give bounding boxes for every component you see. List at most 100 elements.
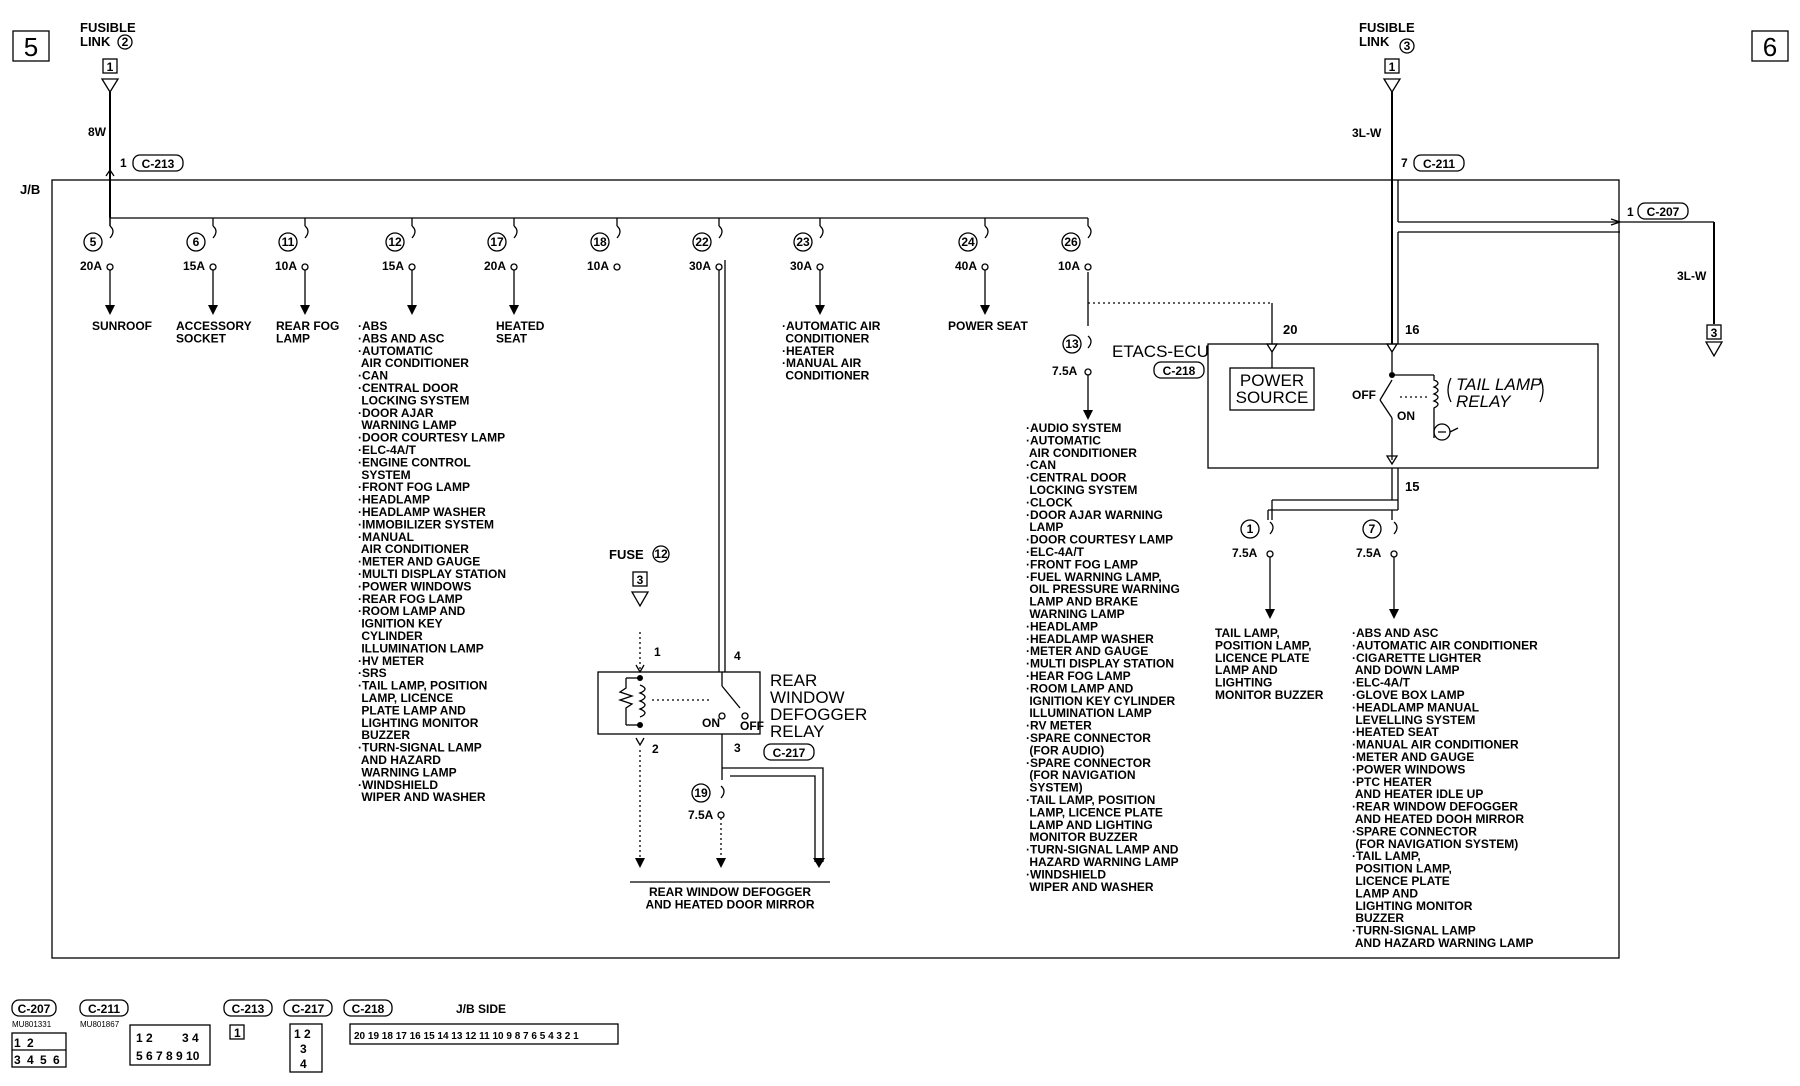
tail-relay-off: OFF xyxy=(1352,388,1376,402)
fuse-24-number: 24 xyxy=(961,235,975,249)
fuse-18-number: 18 xyxy=(593,235,607,249)
fuse-12-circle xyxy=(385,232,405,252)
defogger-subfuse-rating: 7.5A xyxy=(688,808,714,822)
svg-text:5: 5 xyxy=(40,1053,47,1067)
fuse-5-loads: SUNROOF xyxy=(92,319,152,333)
defogger-connector: C-217 xyxy=(773,746,806,760)
c207-wire: 3L-W xyxy=(1677,269,1707,283)
fuse-23-circle xyxy=(793,232,813,252)
fuse-23-number: 23 xyxy=(796,235,810,249)
fusible-link-3-connector: C-211 xyxy=(1423,157,1455,171)
svg-text:20 19 18 17 16 15 14 13 12 11: 20 19 18 17 16 15 14 13 12 11 10 9 8 7 6… xyxy=(354,1031,579,1042)
junction-block-outline xyxy=(51,179,1620,959)
fuse-24-rating: 40A xyxy=(955,259,977,273)
fuse-22-number: 22 xyxy=(695,235,709,249)
fusible-link-3-number: 3 xyxy=(1404,39,1411,53)
svg-text:1 2: 1 2 xyxy=(136,1031,153,1045)
fuse-22: 22 30A xyxy=(689,218,723,273)
fusible-link-2-number: 2 xyxy=(122,35,129,49)
svg-text:C-211: C-211 xyxy=(88,1002,120,1016)
etacs-pin-20: 20 xyxy=(1283,322,1297,337)
tail-fuse-7-number: 7 xyxy=(1369,522,1376,536)
jb-side-label: J/B SIDE xyxy=(456,1002,506,1016)
defogger-fuse-pin: 3 xyxy=(637,573,644,587)
defogger-pin-3: 3 xyxy=(734,741,741,755)
fuse-22-circle xyxy=(692,232,712,252)
tail-fuse-7-rating: 7.5A xyxy=(1356,546,1382,560)
etacs-title: ETACS-ECU xyxy=(1112,342,1209,361)
defogger-on: ON xyxy=(702,716,720,730)
connector-c217: C-217 1 234 xyxy=(283,999,333,1073)
fuse-13-loads: ·AUDIO SYSTEM·AUTOMATIC AIR CONDITIONER·… xyxy=(1026,421,1180,894)
fuse-6-circle xyxy=(186,232,206,252)
etacs-pin-15: 15 xyxy=(1405,479,1419,494)
fuse-11-rating: 10A xyxy=(275,259,297,273)
svg-text:1 2: 1 2 xyxy=(294,1027,311,1041)
svg-text:MU801331: MU801331 xyxy=(12,1020,52,1029)
fuse-5-number: 5 xyxy=(90,235,97,249)
fusible-link-3-conn-pin: 7 xyxy=(1401,156,1408,170)
fuse-24-loads: POWER SEAT xyxy=(948,319,1028,333)
svg-text:1: 1 xyxy=(234,1026,241,1040)
fuse-13-rating: 7.5A xyxy=(1052,364,1078,378)
svg-text:4: 4 xyxy=(300,1057,307,1071)
svg-text:C-213: C-213 xyxy=(232,1002,265,1016)
fuse-17-rating: 20A xyxy=(484,259,506,273)
svg-text:C-207: C-207 xyxy=(18,1002,51,1016)
defogger-fuse-number: 12 xyxy=(654,547,668,561)
tail-fuse-7-loads: ·ABS AND ASC·AUTOMATIC AIR CONDITIONER·C… xyxy=(1352,626,1538,950)
fusible-link-2-connector: C-213 xyxy=(142,157,175,171)
fuse-11-number: 11 xyxy=(282,235,295,249)
svg-text:1: 1 xyxy=(14,1036,21,1050)
fuse-6-number: 6 xyxy=(193,235,200,249)
fusible-link-3-pin: 1 xyxy=(1389,60,1396,74)
tail-fuses: 1 7.5A TAIL LAMP,POSITION LAMP,LICENCE P… xyxy=(1215,500,1538,950)
fuse-12-loads: ·ABS·ABS AND ASC·AUTOMATIC AIR CONDITION… xyxy=(358,319,506,804)
fuse-26-rating: 10A xyxy=(1058,259,1080,273)
defogger-subfuse-number: 19 xyxy=(694,786,708,800)
fuse-23-rating: 30A xyxy=(790,259,812,273)
fuse-11-circle xyxy=(278,232,298,252)
c207-output: 1 C-207 3L-W 3 xyxy=(1610,202,1724,358)
svg-text:5 6 7 8 9 10: 5 6 7 8 9 10 xyxy=(136,1049,200,1063)
fuse-26-branch: 20 13 7.5A ·AUDIO SYSTEM·AUTOMATIC AIR C… xyxy=(1026,272,1297,894)
svg-text:4: 4 xyxy=(27,1053,34,1067)
fuse-23-loads: ·AUTOMATIC AIR CONDITIONER·HEATER·MANUAL… xyxy=(782,319,881,383)
fuse-17-circle xyxy=(487,232,507,252)
svg-text:3 4: 3 4 xyxy=(182,1031,199,1045)
fuse-24: 24 40A POWER SEAT xyxy=(948,218,1028,333)
fusible-link-2-conn-pin: 1 xyxy=(120,156,127,170)
jb-label: J/B xyxy=(20,182,40,197)
fuse-22-feed-wire xyxy=(718,260,726,672)
fusible-link-2-wire: 8W xyxy=(88,125,107,139)
tail-fuse-1-rating: 7.5A xyxy=(1232,546,1258,560)
defogger-fuse-label: FUSE xyxy=(609,547,644,562)
fuse-22-rating: 30A xyxy=(689,259,711,273)
svg-text:C-218: C-218 xyxy=(352,1002,385,1016)
defogger-fuse-source: FUSE 12 3 xyxy=(609,545,670,672)
defogger-pin-2: 2 xyxy=(652,742,659,756)
etacs-pin-16: 16 xyxy=(1405,322,1419,337)
svg-text:MU801867: MU801867 xyxy=(80,1020,120,1029)
fuse-26-number: 26 xyxy=(1064,235,1078,249)
fuse-12-rating: 15A xyxy=(382,259,404,273)
page-marker-right: 6 xyxy=(1751,30,1789,62)
